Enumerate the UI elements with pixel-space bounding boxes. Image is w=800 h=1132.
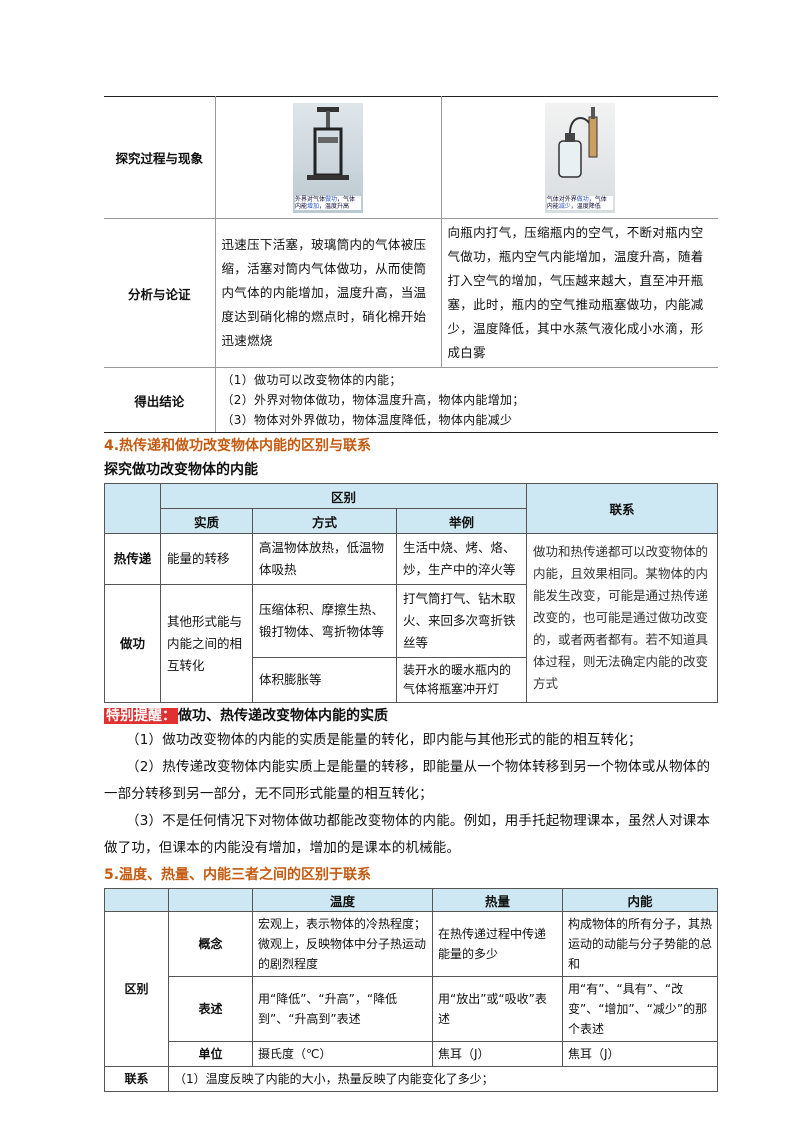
conclusion-line: （1）做功可以改变物体的内能； xyxy=(221,373,402,387)
cell: 宏观上，表示物体的冷热程度；微观上，反映物体中分子热运动的剧烈程度 xyxy=(252,911,433,977)
tip-heading: 特别提醒：做功、热传递改变物体内能的实质 xyxy=(104,705,718,725)
conclusion-line: （3）物体对外界做功，物体温度降低，物体内能减少 xyxy=(221,413,513,427)
tip-paragraph: （2）热传递改变物体内能实质上是能量的转移，即能量从一个物体转移到另一个物体或从… xyxy=(104,759,711,802)
bottle-icon xyxy=(558,106,598,178)
cell: 用“有”、“具有”、“改变”、“增加”、“减少”的那个表述 xyxy=(562,976,718,1042)
cell: 焦耳（J） xyxy=(562,1041,718,1067)
experiment-table: 探究过程与现象 外界对气体做功，气体内能增加，温度升高 xyxy=(104,96,718,433)
header-reliang: 热量 xyxy=(432,888,563,912)
bottle-pump-image: 气体对外界做功，气体内能减少，温度降低 xyxy=(544,102,615,213)
analysis-right: 向瓶内打气，压缩瓶内的空气，不断对瓶内空气做功，瓶内空气内能增加，温度升高，随着… xyxy=(441,218,718,368)
document-page: 探究过程与现象 外界对气体做功，气体内能增加，温度升高 xyxy=(104,96,718,1092)
cell: 用“降低”、“升高”，“降低到”、“升高到”表述 xyxy=(252,976,433,1042)
conclusion-cell: （1）做功可以改变物体的内能； （2）外界对物体做功，物体温度升高，物体内能增加… xyxy=(215,367,718,433)
cell: 焦耳（J） xyxy=(432,1041,563,1067)
image-caption-2: 气体对外界做功，气体内能减少，温度降低 xyxy=(546,195,613,210)
section-4-heading: 4.热传递和做功改变物体内能的区别与联系 xyxy=(104,438,372,454)
tip-title: 做功、热传递改变物体内能的实质 xyxy=(178,708,388,724)
temperature-heat-energy-table: 温度 热量 内能 区别 概念 宏观上，表示物体的冷热程度；微观上，反映物体中分子… xyxy=(104,888,718,1092)
header-qubie: 区别 xyxy=(159,483,528,509)
cell: 压缩体积、摩擦生热、锻打物体、弯折物体等 xyxy=(252,584,397,658)
row-work: 做功 xyxy=(104,584,161,703)
cell: 用“放出”或“吸收”表述 xyxy=(432,976,563,1042)
tip-paragraph: （3）不是任何情况下对物体做功都能改变物体的内能。例如，用手托起物理课本，虽然人… xyxy=(104,813,711,856)
header-lianxi: 联系 xyxy=(526,483,718,534)
cell: 构成物体的所有分子，其热运动的动能与分子势能的总和 xyxy=(562,911,718,977)
row-label-process: 探究过程与现象 xyxy=(104,96,216,219)
tip-label: 特别提醒： xyxy=(104,708,178,724)
qubie-label: 区别 xyxy=(104,911,169,1067)
image-caption-1: 外界对气体做功，气体内能增加，温度升高 xyxy=(295,195,361,210)
image-cell-piston: 外界对气体做功，气体内能增加，温度升高 xyxy=(215,96,442,219)
cell: 摄氏度（℃） xyxy=(252,1041,433,1067)
header-fangshi: 方式 xyxy=(252,508,397,534)
danwei-label: 单位 xyxy=(168,1041,253,1067)
piston-icon xyxy=(307,106,349,180)
header-wendu: 温度 xyxy=(252,888,433,912)
cell: 装开水的暖水瓶内的气体将瓶塞冲开灯 xyxy=(395,657,528,703)
image-cell-bottle: 气体对外界做功，气体内能减少，温度降低 xyxy=(441,96,718,219)
row-label-analysis: 分析与论证 xyxy=(104,218,216,368)
cell: 在热传递过程中传递能量的多少 xyxy=(432,911,563,977)
cell: 体积膨胀等 xyxy=(252,657,397,703)
gainian-label: 概念 xyxy=(168,911,253,977)
cell: 高温物体放热，低温物体吸热 xyxy=(252,533,397,585)
cell: 打气筒打气、钻木取火、来回多次弯折铁丝等 xyxy=(395,584,528,658)
lianxi-label: 联系 xyxy=(104,1066,169,1092)
row-label-conclusion: 得出结论 xyxy=(104,367,216,433)
header-juli: 举例 xyxy=(395,508,528,534)
header-neineng: 内能 xyxy=(562,888,718,912)
biaoshu-label: 表述 xyxy=(168,976,253,1042)
lianxi-cell: 做功和热传递都可以改变物体的内能，且效果相同。某物体的内能发生改变，可能是通过热… xyxy=(526,533,718,703)
cell: 其他形式能与内能之间的相互转化 xyxy=(160,584,253,703)
lianxi-text: （1）温度反映了内能的大小，热量反映了内能变化了多少； xyxy=(168,1066,718,1092)
analysis-left: 迅速压下活塞，玻璃筒内的气体被压缩，活塞对筒内气体做功，从而使筒内气体的内能增加… xyxy=(215,218,442,368)
section-5-heading: 5.温度、热量、内能三者之间的区别于联系 xyxy=(104,867,372,883)
row-heat-transfer: 热传递 xyxy=(104,533,161,585)
cell: 生活中烧、烤、烙、炒，生产中的淬火等 xyxy=(395,533,528,585)
comparison-table: 区别 联系 实质 方式 举例 热传递 能量的转移 高温物体放热，低温物体吸热 生… xyxy=(104,483,718,703)
tip-paragraph: （1）做功改变物体的内能的实质是能量的转化，即内能与其他形式的能的相互转化； xyxy=(126,732,642,748)
conclusion-line: （2）外界对物体做功，物体温度升高，物体内能增加； xyxy=(221,393,525,407)
header-shizhi: 实质 xyxy=(160,508,253,534)
cell: 能量的转移 xyxy=(160,533,253,585)
piston-cylinder-image: 外界对气体做功，气体内能增加，温度升高 xyxy=(293,102,363,213)
section-4-subheading: 探究做功改变物体的内能 xyxy=(104,462,258,478)
